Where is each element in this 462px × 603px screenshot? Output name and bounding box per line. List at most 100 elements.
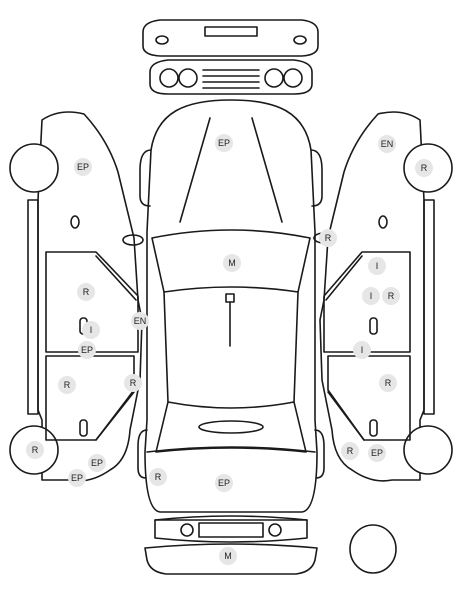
damage-marker[interactable]: EP — [68, 469, 86, 487]
front-fog-light-left — [155, 35, 169, 45]
hood-crease-right — [251, 117, 283, 223]
svg-text:EP: EP — [91, 458, 103, 468]
rear-lights-upper — [154, 515, 308, 521]
damage-marker[interactable]: I — [82, 321, 100, 339]
damage-marker[interactable]: EP — [88, 454, 106, 472]
trunk-lid — [146, 446, 316, 453]
damage-marker[interactable]: R — [319, 229, 337, 247]
svg-text:I: I — [376, 261, 379, 271]
svg-text:R: R — [385, 378, 392, 388]
headlight-right-outer — [283, 68, 303, 88]
svg-text:EP: EP — [71, 473, 83, 483]
right-front-door-handle — [369, 317, 378, 335]
damage-marker[interactable]: EN — [378, 135, 396, 153]
damage-marker[interactable]: EP — [74, 158, 92, 176]
left-wheel-arch-rear — [137, 429, 148, 479]
svg-text:R: R — [32, 445, 39, 455]
svg-text:R: R — [130, 378, 137, 388]
svg-text:EP: EP — [218, 138, 230, 148]
right-rear-door-handle — [369, 419, 378, 437]
svg-text:EP: EP — [218, 478, 230, 488]
svg-text:I: I — [90, 325, 93, 335]
left-wheel-arch-front — [139, 149, 152, 207]
svg-text:M: M — [224, 551, 232, 561]
headlight-left-outer — [159, 68, 179, 88]
right-rocker-panel — [423, 199, 435, 415]
headlight-left-inner — [178, 68, 198, 88]
damage-marker[interactable]: EP — [215, 134, 233, 152]
svg-text:R: R — [83, 287, 90, 297]
damage-marker[interactable]: I — [362, 287, 380, 305]
damage-marker[interactable]: I — [368, 257, 386, 275]
damage-marker[interactable]: EP — [78, 341, 96, 359]
right-fuel-door — [378, 215, 388, 229]
windshield — [151, 229, 311, 293]
hood-crease-left — [179, 117, 211, 223]
svg-text:I: I — [361, 345, 364, 355]
headlight-right-inner — [264, 68, 284, 88]
damage-marker[interactable]: R — [379, 374, 397, 392]
right-body-outline — [319, 111, 425, 482]
svg-text:R: R — [421, 163, 428, 173]
front-bumper-outline — [142, 19, 319, 57]
left-front-window — [95, 255, 137, 301]
spare-wheel — [349, 524, 397, 574]
car-body-outline — [144, 99, 318, 513]
right-rear-wheel — [403, 425, 453, 475]
svg-text:R: R — [155, 472, 162, 482]
svg-text:EP: EP — [371, 448, 383, 458]
left-fuel-door — [70, 215, 80, 229]
front-grille-outline — [149, 59, 313, 95]
left-rocker-panel — [27, 199, 39, 415]
damage-marker[interactable]: EP — [368, 444, 386, 462]
damage-marker[interactable]: R — [124, 374, 142, 392]
left-rear-door — [45, 355, 135, 441]
damage-marker[interactable]: R — [382, 287, 400, 305]
rear-lights-panel — [154, 519, 308, 543]
damage-marker[interactable]: R — [58, 376, 76, 394]
damage-markers: EP M R EP R M EP R I EP EN R R R EP EP E… — [26, 134, 433, 565]
damage-marker[interactable]: I — [353, 341, 371, 359]
svg-text:R: R — [347, 446, 354, 456]
svg-text:R: R — [64, 380, 71, 390]
right-rear-door — [327, 355, 411, 441]
damage-marker[interactable]: EP — [215, 474, 233, 492]
svg-text:EP: EP — [77, 162, 89, 172]
tail-light-right — [268, 523, 282, 537]
right-front-window — [325, 255, 363, 301]
damage-marker[interactable]: R — [341, 442, 359, 460]
roof-line-right — [293, 291, 299, 403]
svg-text:EP: EP — [81, 345, 93, 355]
right-wheel-arch-rear — [314, 429, 325, 479]
svg-text:R: R — [388, 291, 395, 301]
rear-bumper-outline — [144, 543, 318, 575]
right-wheel-arch-front — [310, 149, 323, 207]
svg-text:R: R — [325, 233, 332, 243]
front-grille-slats — [202, 69, 260, 89]
damage-marker[interactable]: R — [77, 283, 95, 301]
damage-marker[interactable]: M — [219, 547, 237, 565]
tail-light-left — [180, 523, 194, 537]
front-view — [142, 19, 319, 95]
rear-window — [155, 401, 307, 453]
rear-view — [144, 515, 397, 575]
roof-line-left — [163, 291, 169, 403]
damage-marker[interactable]: R — [149, 468, 167, 486]
left-rear-door-handle — [79, 419, 88, 437]
damage-marker[interactable]: EN — [131, 312, 149, 330]
svg-text:I: I — [370, 291, 373, 301]
rear-license-plate — [198, 522, 264, 538]
damage-marker[interactable]: R — [26, 441, 44, 459]
right-front-door — [323, 251, 411, 353]
svg-text:M: M — [228, 258, 236, 268]
roof-antenna-base — [225, 293, 235, 303]
svg-text:EN: EN — [134, 316, 147, 326]
roof-antenna-fin — [198, 420, 264, 434]
damage-marker[interactable]: M — [223, 254, 241, 272]
front-license-plate — [204, 26, 258, 37]
damage-marker[interactable]: R — [415, 159, 433, 177]
top-view — [122, 99, 335, 513]
svg-text:EN: EN — [381, 139, 394, 149]
right-rear-window — [327, 391, 365, 441]
